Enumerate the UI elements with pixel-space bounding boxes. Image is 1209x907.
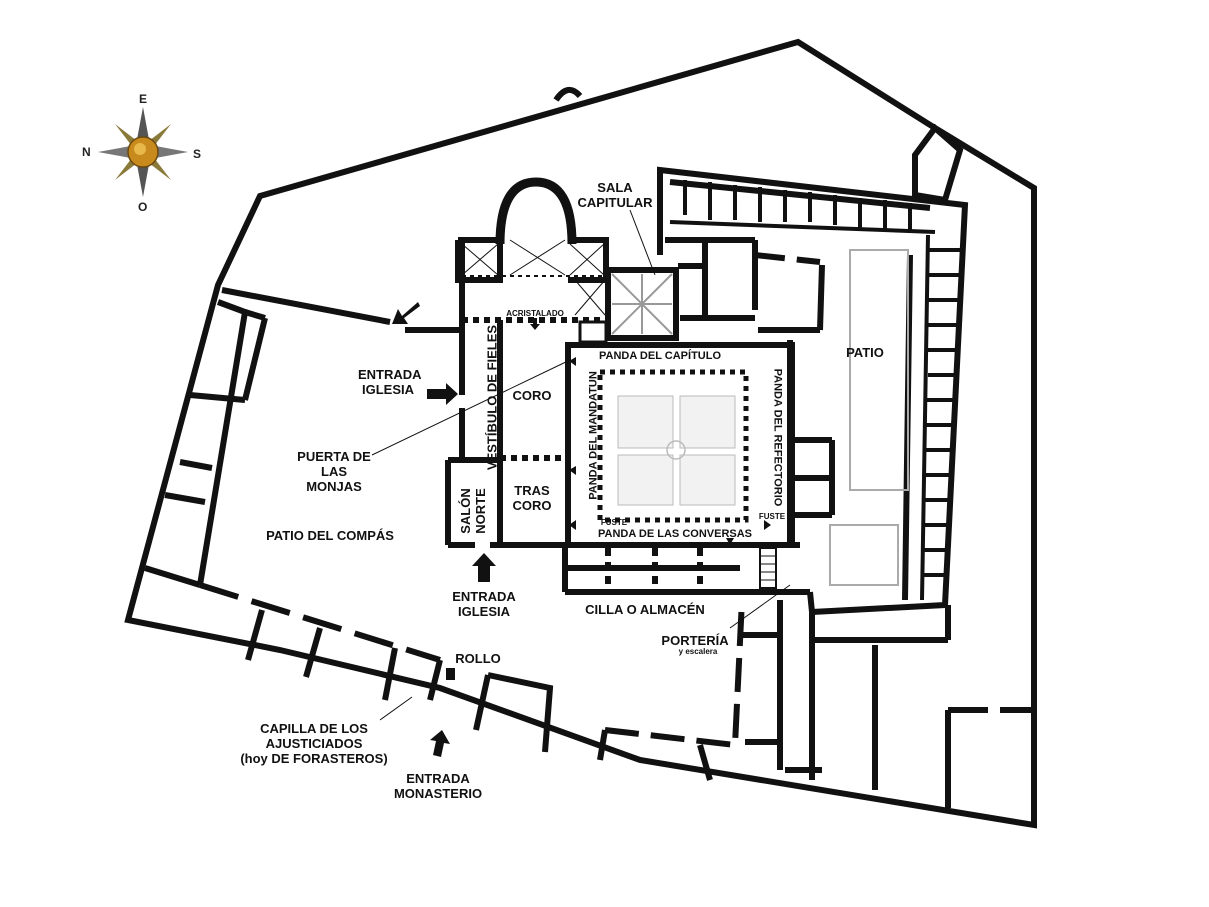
label-rollo: ROLLO	[455, 651, 501, 666]
label-acristalado: ACRISTALADO	[506, 309, 564, 318]
label-puerta-monjas: PUERTA DE LAS MONJAS	[297, 449, 371, 494]
label-fuste-right: FUSTE	[758, 512, 786, 521]
label-salon-norte: SALÓN NORTE	[458, 488, 488, 534]
label-porteria-sub: y escalera	[678, 647, 718, 656]
compass-north-letter: N	[82, 145, 91, 159]
label-panda-conversas: PANDA DE LAS CONVERSAS	[597, 528, 753, 540]
label-patio-compas: PATIO DEL COMPÁS	[266, 528, 394, 543]
compass-east-letter: E	[139, 92, 148, 106]
label-panda-capitulo: PANDA DEL CAPÍTULO	[598, 350, 722, 362]
arrow-icon	[427, 383, 458, 405]
compass-rose-icon	[98, 107, 188, 197]
label-patio: PATIO	[846, 345, 884, 360]
compass-south-letter: S	[193, 147, 202, 161]
rollo-marker	[446, 668, 455, 680]
arrow-icon	[430, 730, 450, 757]
label-vestibulo-fieles: VESTÍBULO DE FIELES	[484, 324, 500, 471]
label-trascoro: TRAS CORO	[512, 483, 552, 513]
right-buttress-column	[920, 234, 960, 601]
label-fuste-left: FUSTE	[600, 518, 628, 527]
west-wing-walls	[144, 287, 460, 588]
label-entrada-iglesia-oeste: ENTRADA IGLESIA	[358, 367, 422, 397]
label-panda-refectorio: PANDA DEL REFECTORIO	[771, 368, 784, 507]
arrow-icon	[472, 553, 496, 582]
label-entrada-iglesia-sur: ENTRADA IGLESIA	[452, 589, 516, 619]
label-panda-mandatun: PANDA DEL MANDATUN	[587, 371, 600, 500]
wall-niche	[553, 87, 583, 102]
label-porteria: PORTERÍA	[661, 633, 729, 648]
entrance-arrows	[392, 302, 496, 757]
corner-tower	[912, 123, 964, 204]
compass-west-letter: O	[138, 200, 148, 214]
arrow-icon	[392, 302, 420, 324]
outer-wall	[124, 38, 1037, 829]
cilla-walls	[562, 545, 810, 595]
label-coro: CORO	[512, 388, 552, 403]
south-range-walls	[199, 582, 745, 781]
label-capilla: CAPILLA DE LOS AJUSTICIADOS (hoy DE FORA…	[240, 721, 388, 766]
label-sala-capitular: SALA CAPITULAR	[577, 180, 653, 210]
patio-beds	[829, 249, 909, 586]
label-cilla: CILLA O ALMACÉN	[585, 602, 705, 617]
label-entrada-monasterio: ENTRADA MONASTERIO	[393, 771, 483, 801]
top-buttress-row	[669, 180, 936, 234]
leader-lines	[371, 209, 791, 721]
small-arrows	[530, 318, 771, 545]
